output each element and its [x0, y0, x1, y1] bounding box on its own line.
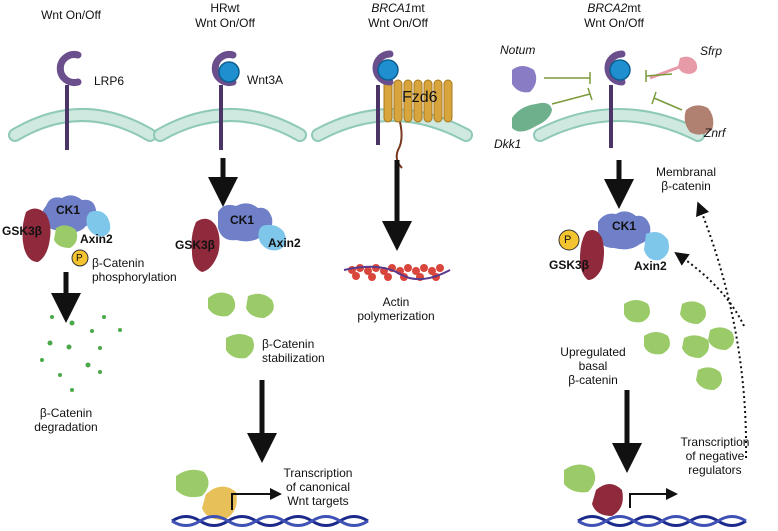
- transcription-complex-4: [564, 464, 747, 527]
- znrf-label: Znrf: [704, 126, 726, 140]
- tss-arrow-2: [231, 488, 282, 510]
- phospho-p-marker-4: [558, 229, 580, 251]
- destruction-complex-4: [558, 211, 669, 280]
- phospho-p-label-1: P: [76, 253, 83, 264]
- panel4-title-line2: Wnt On/Off: [584, 16, 644, 30]
- dna-helix-2: [171, 515, 369, 527]
- phospho-p-marker: [71, 249, 89, 267]
- sfrp-label: Sfrp: [700, 44, 723, 58]
- feedback-arrow-2: [674, 252, 745, 327]
- fzd6-label: Fzd6: [402, 89, 438, 106]
- lrp6-label: LRP6: [94, 74, 125, 88]
- stabilization-label: β-Catenin stabilization: [262, 337, 325, 365]
- panel-wnt-on-off: [8, 51, 157, 392]
- lrp6-wnt3a-complex: [211, 51, 240, 150]
- wnt3a-ligand: [218, 61, 240, 83]
- gsk3b-label-1: GSK3β: [2, 224, 43, 238]
- fzd6-receptor: [383, 79, 453, 169]
- lrp6-wnt-3: [372, 50, 399, 145]
- dkk1-label: Dkk1: [494, 137, 522, 151]
- dkk1-protein: [512, 102, 552, 132]
- ck1-protein: [42, 195, 97, 233]
- panel4-title-line1: BRCA2mt: [587, 1, 640, 15]
- degraded-beta-catenin-dots: [40, 315, 122, 392]
- axin2-label-4: Axin2: [634, 259, 667, 273]
- membranal-beta-catenin-label: Membranal β-catenin: [655, 165, 717, 193]
- sfrp-protein: [678, 56, 698, 74]
- inhibitor-lines: [544, 70, 683, 111]
- notum-protein: [512, 66, 537, 93]
- stabilized-beta-catenin: [208, 292, 274, 359]
- brca1-suffix: mt: [411, 1, 425, 15]
- brca1-gene: BRCA1: [371, 1, 412, 15]
- axin2-label-1: Axin2: [80, 232, 113, 246]
- transcription-negative-label: Transcription of negative regulators: [680, 435, 750, 477]
- upregulated-beta-catenin-label: Upregulated basal β-catenin: [560, 345, 626, 387]
- brca2-gene: BRCA2: [587, 1, 628, 15]
- beta-catenin-bound: [54, 225, 78, 248]
- actin-filament: [343, 264, 451, 281]
- transcription-canonical-label: Transcription of canonical Wnt targets: [283, 466, 353, 508]
- degradation-label: β-Catenin degradation: [34, 406, 98, 434]
- brca2-suffix: mt: [627, 1, 641, 15]
- znrf-protein: [684, 105, 714, 135]
- axin2-label-2: Axin2: [268, 236, 301, 250]
- phosphorylation-label: β-Catenin phosphorylation: [92, 256, 177, 284]
- panel2-title-line2: Wnt On/Off: [195, 16, 255, 30]
- lrp6-receptor: [56, 51, 82, 150]
- actin-polymerization-label: Actin polymerization: [357, 295, 435, 323]
- gsk3b-label-2: GSK3β: [175, 238, 216, 252]
- axin2-protein: [86, 210, 111, 237]
- panel2-title-line1: HRwt: [210, 1, 240, 15]
- lrp6-wnt-4: [604, 50, 631, 148]
- destruction-complex-1: [22, 195, 111, 267]
- panel3-title-line1: BRCA1mt: [371, 1, 424, 15]
- tss-arrow-4: [629, 488, 678, 508]
- panel-brca2mt: [512, 50, 748, 527]
- panel1-title: Wnt On/Off: [41, 8, 101, 22]
- wnt3a-label: Wnt3A: [247, 73, 284, 87]
- upregulated-beta-catenin: [624, 300, 734, 390]
- ck1-label-2: CK1: [230, 213, 255, 227]
- ck1-label-4: CK1: [612, 219, 637, 233]
- ck1-label-1: CK1: [56, 203, 81, 217]
- transcription-complex-2: [171, 469, 369, 527]
- panel-brca1mt: [311, 50, 473, 281]
- notum-label: Notum: [500, 43, 536, 57]
- panel-hrwt: [153, 51, 369, 527]
- gsk3b-protein: [22, 208, 51, 262]
- panel3-title-line2: Wnt On/Off: [368, 16, 428, 30]
- destruction-complex-2: [191, 203, 286, 272]
- phospho-p-label-4: P: [564, 234, 572, 246]
- gsk3b-label-4: GSK3β: [549, 258, 590, 272]
